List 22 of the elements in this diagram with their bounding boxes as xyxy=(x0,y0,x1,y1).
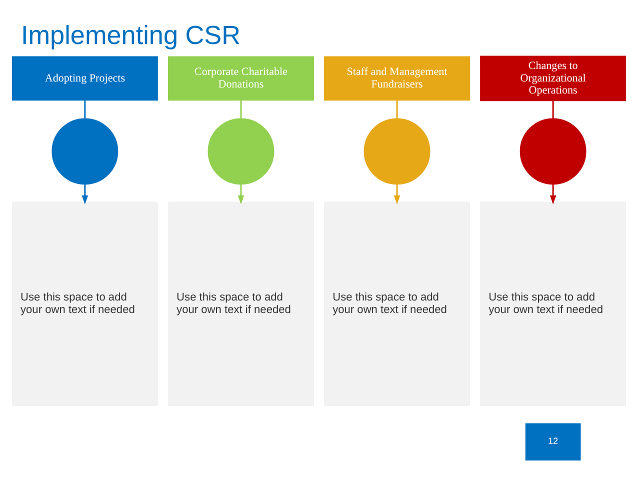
arrow xyxy=(82,184,88,204)
node-circle xyxy=(520,118,586,184)
arrow xyxy=(394,184,400,204)
arrow xyxy=(238,184,244,204)
connector xyxy=(240,100,242,118)
node-box: Corporate Charitable Donations xyxy=(168,56,314,100)
node-circle xyxy=(208,118,274,184)
node-box: Adopting Projects xyxy=(12,56,158,100)
node-box: Changes to Organizational Operations xyxy=(480,55,626,101)
connector xyxy=(552,100,554,118)
connector xyxy=(396,100,398,118)
connector xyxy=(84,100,86,118)
node-box: Use this space to add your own text if needed xyxy=(480,201,626,406)
node-circle xyxy=(364,118,430,184)
diagram-title: Implementing CSR xyxy=(20,19,240,50)
node-box: Staff and Management Fundraisers xyxy=(324,56,470,100)
node-box: Use this space to add your own text if needed xyxy=(168,201,314,406)
label: 12 xyxy=(548,436,558,446)
arrow xyxy=(550,184,556,204)
node-box: Use this space to add your own text if needed xyxy=(12,201,158,406)
node-box: Use this space to add your own text if needed xyxy=(324,201,470,406)
node-circle xyxy=(52,118,118,184)
